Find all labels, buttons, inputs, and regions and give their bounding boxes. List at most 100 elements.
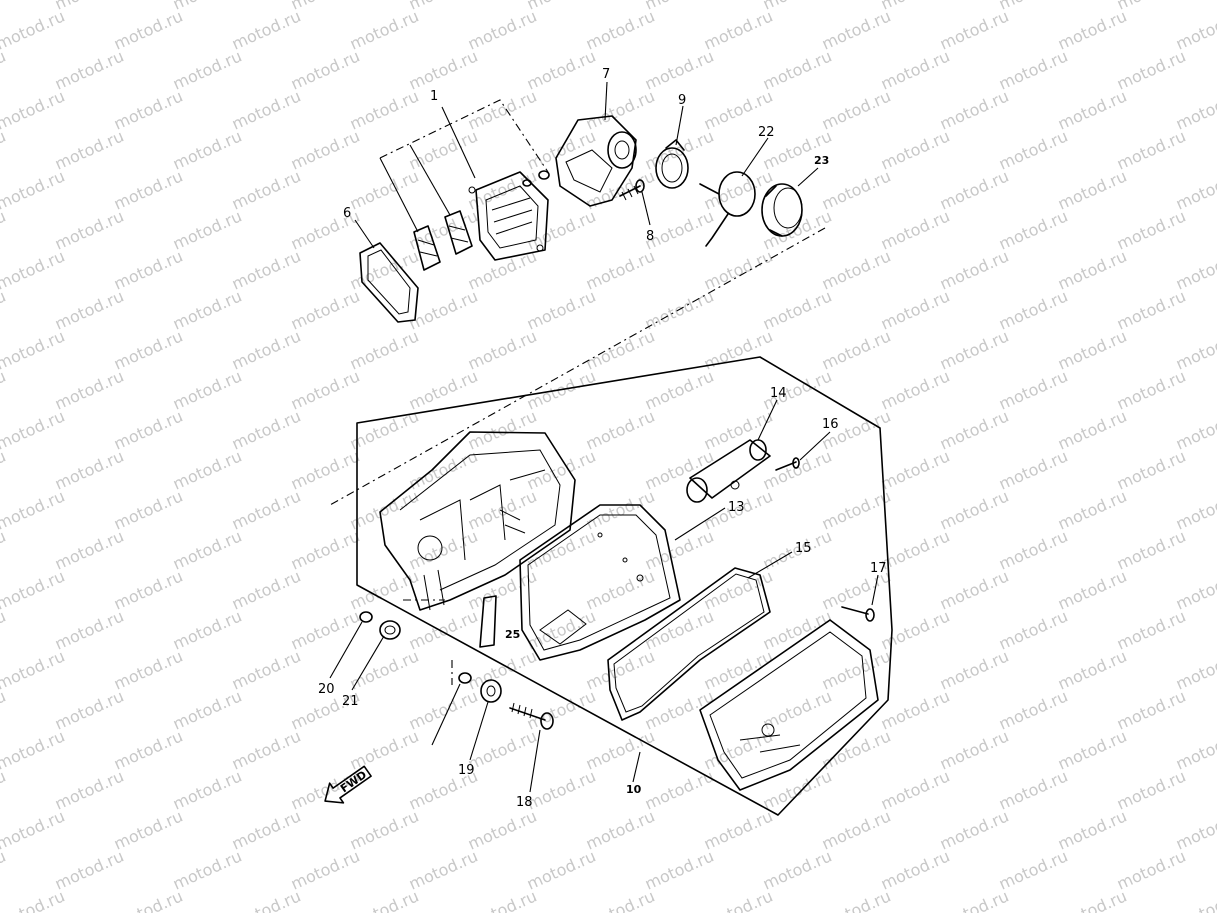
watermark-text: motod.ru bbox=[996, 526, 1071, 573]
seal-15 bbox=[607, 567, 771, 721]
watermark-text: motod.ru bbox=[701, 6, 776, 53]
watermark-text: motod.ru bbox=[583, 86, 658, 133]
watermark-text: motod.ru bbox=[288, 446, 363, 493]
callout-21: 21 bbox=[342, 694, 359, 709]
watermark-text: motod.ru bbox=[819, 486, 894, 533]
callout-6: 6 bbox=[343, 206, 351, 221]
watermark-text: motod.ru bbox=[0, 726, 68, 773]
watermark-text: motod.ru bbox=[937, 6, 1012, 53]
watermark-text: motod.ru bbox=[819, 326, 894, 373]
watermark-text: motod.ru bbox=[229, 406, 304, 453]
watermark-text: motod.ru bbox=[52, 686, 127, 733]
watermark-text: motod.ru bbox=[288, 126, 363, 173]
watermark-text: motod.ru bbox=[465, 326, 540, 373]
watermark-text: motod.ru bbox=[111, 166, 186, 213]
watermark-text: motod.ru bbox=[583, 6, 658, 53]
watermark-text: motod.ru bbox=[583, 566, 658, 613]
watermark-text: motod.ru bbox=[52, 46, 127, 93]
watermark-text: motod.ru bbox=[0, 846, 9, 893]
watermark-text: motod.ru bbox=[937, 246, 1012, 293]
watermark-text: motod.ru bbox=[819, 166, 894, 213]
watermark-text: motod.ru bbox=[1055, 566, 1130, 613]
watermark-text: motod.ru bbox=[996, 206, 1071, 253]
watermark-text: motod.ru bbox=[760, 446, 835, 493]
watermark-text: motod.ru bbox=[1114, 526, 1189, 573]
watermark-text: motod.ru bbox=[524, 286, 599, 333]
callout-labels: 1 6 7 8 9 22 23 14 16 13 15 17 25 20 21 … bbox=[318, 67, 887, 810]
watermark-text: motod.ru bbox=[229, 646, 304, 693]
watermark-text: motod.ru bbox=[819, 806, 894, 853]
watermark-text: motod.ru bbox=[642, 846, 717, 893]
watermark-text: motod.ru bbox=[347, 86, 422, 133]
leader-18 bbox=[529, 729, 541, 793]
watermark-text: motod.ru bbox=[347, 566, 422, 613]
plug-20 bbox=[359, 611, 373, 623]
watermark-text: motod.ru bbox=[52, 126, 127, 173]
watermark-text: motod.ru bbox=[0, 126, 9, 173]
watermark-text: motod.ru bbox=[229, 886, 304, 913]
watermark-text: motod.ru bbox=[878, 366, 953, 413]
callout-8: 8 bbox=[646, 229, 654, 244]
leader-14 bbox=[757, 399, 778, 441]
watermark-text: motod.ru bbox=[524, 766, 599, 813]
watermark-text: motod.ru bbox=[996, 446, 1071, 493]
watermark-text: motod.ru bbox=[0, 46, 9, 93]
leader-22 bbox=[741, 137, 769, 177]
watermark-text: motod.ru bbox=[111, 646, 186, 693]
air-cleaner-case bbox=[379, 431, 576, 611]
watermark-text: motod.ru bbox=[406, 686, 481, 733]
watermark-text: motod.ru bbox=[1114, 206, 1189, 253]
watermark-text: motod.ru bbox=[524, 846, 599, 893]
watermark-text: motod.ru bbox=[170, 846, 245, 893]
callout-25: 25 bbox=[505, 628, 520, 641]
leader-19 bbox=[469, 701, 489, 761]
reed-plate-left bbox=[413, 225, 441, 271]
watermark-text: motod.ru bbox=[878, 0, 953, 14]
callout-18: 18 bbox=[516, 795, 533, 810]
watermark-text: motod.ru bbox=[583, 406, 658, 453]
callout-13: 13 bbox=[728, 500, 745, 515]
watermark-text: motod.ru bbox=[170, 206, 245, 253]
callout-17: 17 bbox=[870, 561, 887, 576]
watermark-text: motod.ru bbox=[819, 886, 894, 913]
watermark-text: motod.ru bbox=[878, 206, 953, 253]
watermark-text: motod.ru bbox=[465, 646, 540, 693]
watermark-text: motod.ru bbox=[111, 86, 186, 133]
screw-16 bbox=[775, 457, 800, 471]
watermark-text: motod.ru bbox=[347, 166, 422, 213]
watermark-text: motod.ru bbox=[0, 486, 68, 533]
watermark-text: motod.ru bbox=[1114, 606, 1189, 653]
watermark-text: motod.ru bbox=[52, 206, 127, 253]
watermark-text: motod.ru bbox=[465, 886, 540, 913]
watermark-text: motod.ru bbox=[701, 646, 776, 693]
leader-13 bbox=[674, 507, 726, 541]
leader-7 bbox=[604, 81, 608, 121]
leader-reed-a bbox=[379, 157, 419, 233]
watermark-text: motod.ru bbox=[288, 286, 363, 333]
watermark-text: motod.ru bbox=[937, 646, 1012, 693]
watermark-text: motod.ru bbox=[996, 766, 1071, 813]
upper-assembly bbox=[329, 81, 826, 506]
watermark-text: motod.ru bbox=[288, 846, 363, 893]
watermark-text: motod.ru bbox=[347, 486, 422, 533]
watermark-text: motod.ru bbox=[937, 406, 1012, 453]
watermark-text: motod.ru bbox=[170, 46, 245, 93]
watermark-text: motod.ru bbox=[524, 206, 599, 253]
watermark-text: motod.ru bbox=[52, 366, 127, 413]
bolt-18 bbox=[509, 702, 554, 730]
watermark-text: motod.ru bbox=[1114, 846, 1189, 893]
watermark-text: motod.ru bbox=[583, 246, 658, 293]
watermark-text: motod.ru bbox=[1114, 126, 1189, 173]
watermark-text: motod.ru bbox=[524, 46, 599, 93]
watermark-text: motod.ru bbox=[1055, 6, 1130, 53]
watermark-text: motod.ru bbox=[170, 766, 245, 813]
watermark-text: motod.ru bbox=[1055, 726, 1130, 773]
watermark-text: motod.ru bbox=[642, 46, 717, 93]
watermark-text: motod.ru bbox=[819, 6, 894, 53]
watermark-text: motod.ru bbox=[52, 446, 127, 493]
watermark-text: motod.ru bbox=[229, 166, 304, 213]
watermark-text: motod.ru bbox=[1114, 686, 1189, 733]
watermark-text: motod.ru bbox=[1114, 0, 1189, 14]
leader-16 bbox=[799, 431, 831, 461]
